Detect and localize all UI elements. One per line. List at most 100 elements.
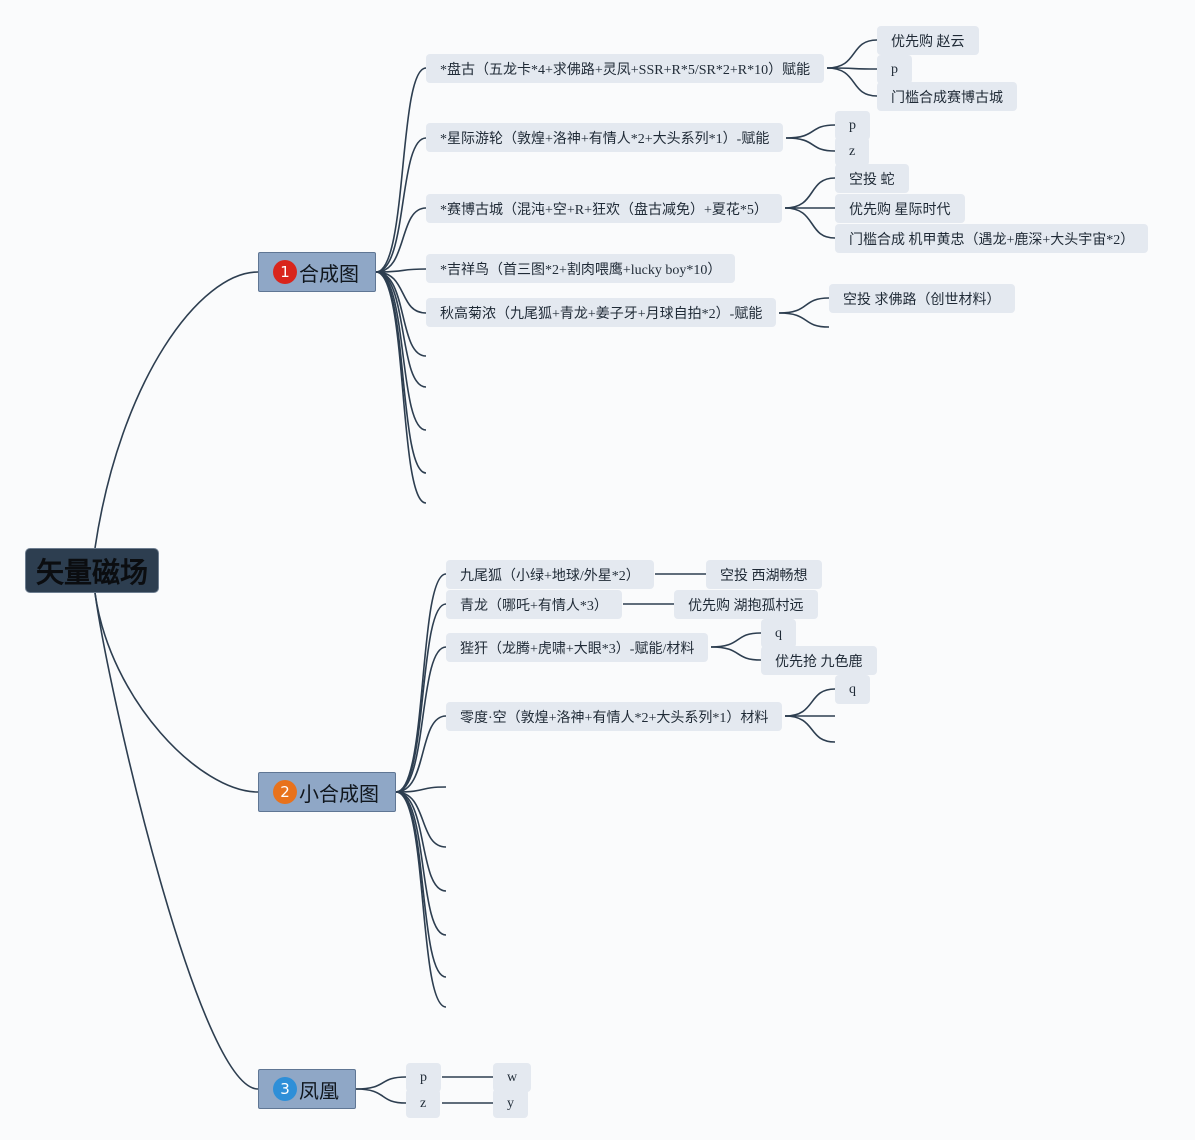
topic-node-1[interactable]: 1 合成图 (258, 252, 376, 292)
subtopic-node[interactable]: z (406, 1089, 441, 1118)
connector-line (395, 715, 447, 793)
subtopic-node[interactable]: p (406, 1063, 441, 1092)
leaf-node[interactable]: p (877, 55, 912, 84)
connector-line (395, 791, 447, 848)
subtopic-label: *赛博古城（混沌+空+R+狂欢（盘古减免）+夏花*5） (440, 202, 768, 218)
subtopic-label: *盘古（五龙卡*4+求佛路+灵凤+SSR+R*5/SR*2+R*10）赋能 (440, 62, 811, 78)
subtopic-node[interactable]: 狴犴（龙腾+虎啸+大眼*3）-赋能/材料 (446, 633, 709, 662)
leaf-label: z (849, 143, 856, 159)
connector-line (395, 791, 447, 892)
connector-line (94, 271, 259, 549)
subtopic-node[interactable]: 秋高菊浓（九尾狐+青龙+姜子牙+月球自拍*2）-赋能 (426, 298, 777, 327)
leaf-node[interactable]: 空投 求佛路（创世材料） (829, 284, 1015, 313)
leaf-node[interactable]: z (835, 137, 870, 166)
connector-line (784, 177, 836, 209)
leaf-node[interactable]: p (835, 111, 870, 140)
connector-line (784, 715, 836, 743)
subtopic-label: 青龙（哪吒+有情人*3） (460, 598, 608, 614)
connector-line (710, 646, 762, 661)
subtopic-label: 九尾狐（小绿+地球/外星*2） (460, 568, 640, 584)
connector-line (395, 791, 447, 978)
connector-line (375, 271, 427, 474)
topic-label: 合成图 (299, 261, 359, 286)
leaf-label: y (507, 1095, 514, 1111)
badge-number-1-icon: 1 (273, 260, 297, 284)
connector-line (355, 1076, 407, 1090)
leaf-node[interactable]: 优先购 星际时代 (835, 194, 965, 223)
subtopic-label: *星际游轮（敦煌+洛神+有情人*2+大头系列*1）-赋能 (440, 131, 770, 147)
leaf-node[interactable]: q (835, 675, 870, 704)
leaf-label: 优先购 赵云 (891, 34, 965, 50)
topic-label: 小合成图 (299, 781, 379, 806)
subtopic-node[interactable]: *赛博古城（混沌+空+R+狂欢（盘古减免）+夏花*5） (426, 194, 782, 223)
subtopic-label: 零度·空（敦煌+洛神+有情人*2+大头系列*1）材料 (460, 710, 769, 726)
topic-label: 凤凰 (299, 1078, 339, 1103)
subtopic-label: p (420, 1069, 427, 1085)
leaf-label: 优先购 湖抱孤村远 (688, 598, 804, 614)
connector-line (395, 791, 447, 1008)
connector-line (826, 67, 878, 97)
connector-line (375, 271, 427, 388)
leaf-label: 优先抢 九色鹿 (775, 654, 863, 670)
connector-line (395, 573, 447, 793)
leaf-label: 优先购 星际时代 (849, 202, 951, 218)
leaf-node[interactable]: 优先购 赵云 (877, 26, 979, 55)
leaf-label: 空投 西湖畅想 (720, 568, 808, 584)
connector-line (375, 137, 427, 273)
connector-line (375, 271, 427, 504)
connector-line (784, 207, 836, 239)
leaf-node[interactable]: y (493, 1089, 528, 1118)
connector-line (395, 603, 447, 793)
leaf-label: p (849, 117, 856, 133)
root-label: 矢量磁场 (35, 555, 148, 589)
leaf-node[interactable]: 优先购 湖抱孤村远 (674, 590, 818, 619)
connector-line (395, 791, 447, 936)
topic-node-2[interactable]: 2 小合成图 (258, 772, 396, 812)
leaf-node[interactable]: 门槛合成 机甲黄忠（遇龙+鹿深+大头宇宙*2） (835, 224, 1149, 253)
subtopic-label: z (420, 1095, 427, 1111)
subtopic-node[interactable]: 零度·空（敦煌+洛神+有情人*2+大头系列*1）材料 (446, 702, 783, 731)
root-node[interactable]: 矢量磁场 (25, 548, 159, 593)
leaf-label: 门槛合成赛博古城 (891, 90, 1003, 106)
subtopic-label: *吉祥鸟（首三图*2+割肉喂鹰+lucky boy*10） (440, 262, 722, 278)
connector-line (375, 271, 427, 314)
subtopic-node[interactable]: *吉祥鸟（首三图*2+割肉喂鹰+lucky boy*10） (426, 254, 736, 283)
leaf-node[interactable]: 门槛合成赛博古城 (877, 82, 1017, 111)
connector-line (395, 646, 447, 793)
connector-line (710, 632, 762, 648)
leaf-label: q (775, 625, 782, 641)
leaf-label: 门槛合成 机甲黄忠（遇龙+鹿深+大头宇宙*2） (849, 232, 1135, 248)
leaf-label: p (891, 61, 898, 77)
subtopic-node[interactable]: *盘古（五龙卡*4+求佛路+灵凤+SSR+R*5/SR*2+R*10）赋能 (426, 54, 825, 83)
connector-line (785, 137, 836, 152)
connector-line (375, 207, 427, 273)
connector-line (784, 688, 836, 717)
leaf-node[interactable]: 空投 蛇 (835, 164, 909, 193)
connector-line (375, 271, 427, 357)
connector-line (375, 271, 427, 431)
topic-node-3[interactable]: 3 凤凰 (258, 1069, 356, 1109)
connector-line (785, 124, 836, 139)
badge-number-3-icon: 3 (273, 1077, 297, 1101)
connector-line (355, 1088, 407, 1104)
connector-line (375, 67, 427, 273)
leaf-label: w (507, 1069, 518, 1085)
connector-line (375, 268, 427, 273)
subtopic-node[interactable]: 九尾狐（小绿+地球/外星*2） (446, 560, 654, 589)
leaf-label: 空投 蛇 (849, 172, 895, 188)
connector-line (395, 786, 447, 793)
leaf-node[interactable]: 空投 西湖畅想 (706, 560, 822, 589)
connector-line (778, 297, 830, 314)
connector-line (826, 39, 878, 69)
leaf-node[interactable]: 优先抢 九色鹿 (761, 646, 877, 675)
subtopic-label: 狴犴（龙腾+虎啸+大眼*3）-赋能/材料 (460, 641, 695, 657)
leaf-label: q (849, 681, 856, 697)
leaf-node[interactable]: w (493, 1063, 532, 1092)
leaf-node[interactable]: q (761, 619, 796, 648)
connector-line (778, 312, 830, 328)
subtopic-node[interactable]: 青龙（哪吒+有情人*3） (446, 590, 622, 619)
connector-line (826, 67, 878, 70)
subtopic-label: 秋高菊浓（九尾狐+青龙+姜子牙+月球自拍*2）-赋能 (440, 306, 763, 322)
subtopic-node[interactable]: *星际游轮（敦煌+洛神+有情人*2+大头系列*1）-赋能 (426, 123, 784, 152)
